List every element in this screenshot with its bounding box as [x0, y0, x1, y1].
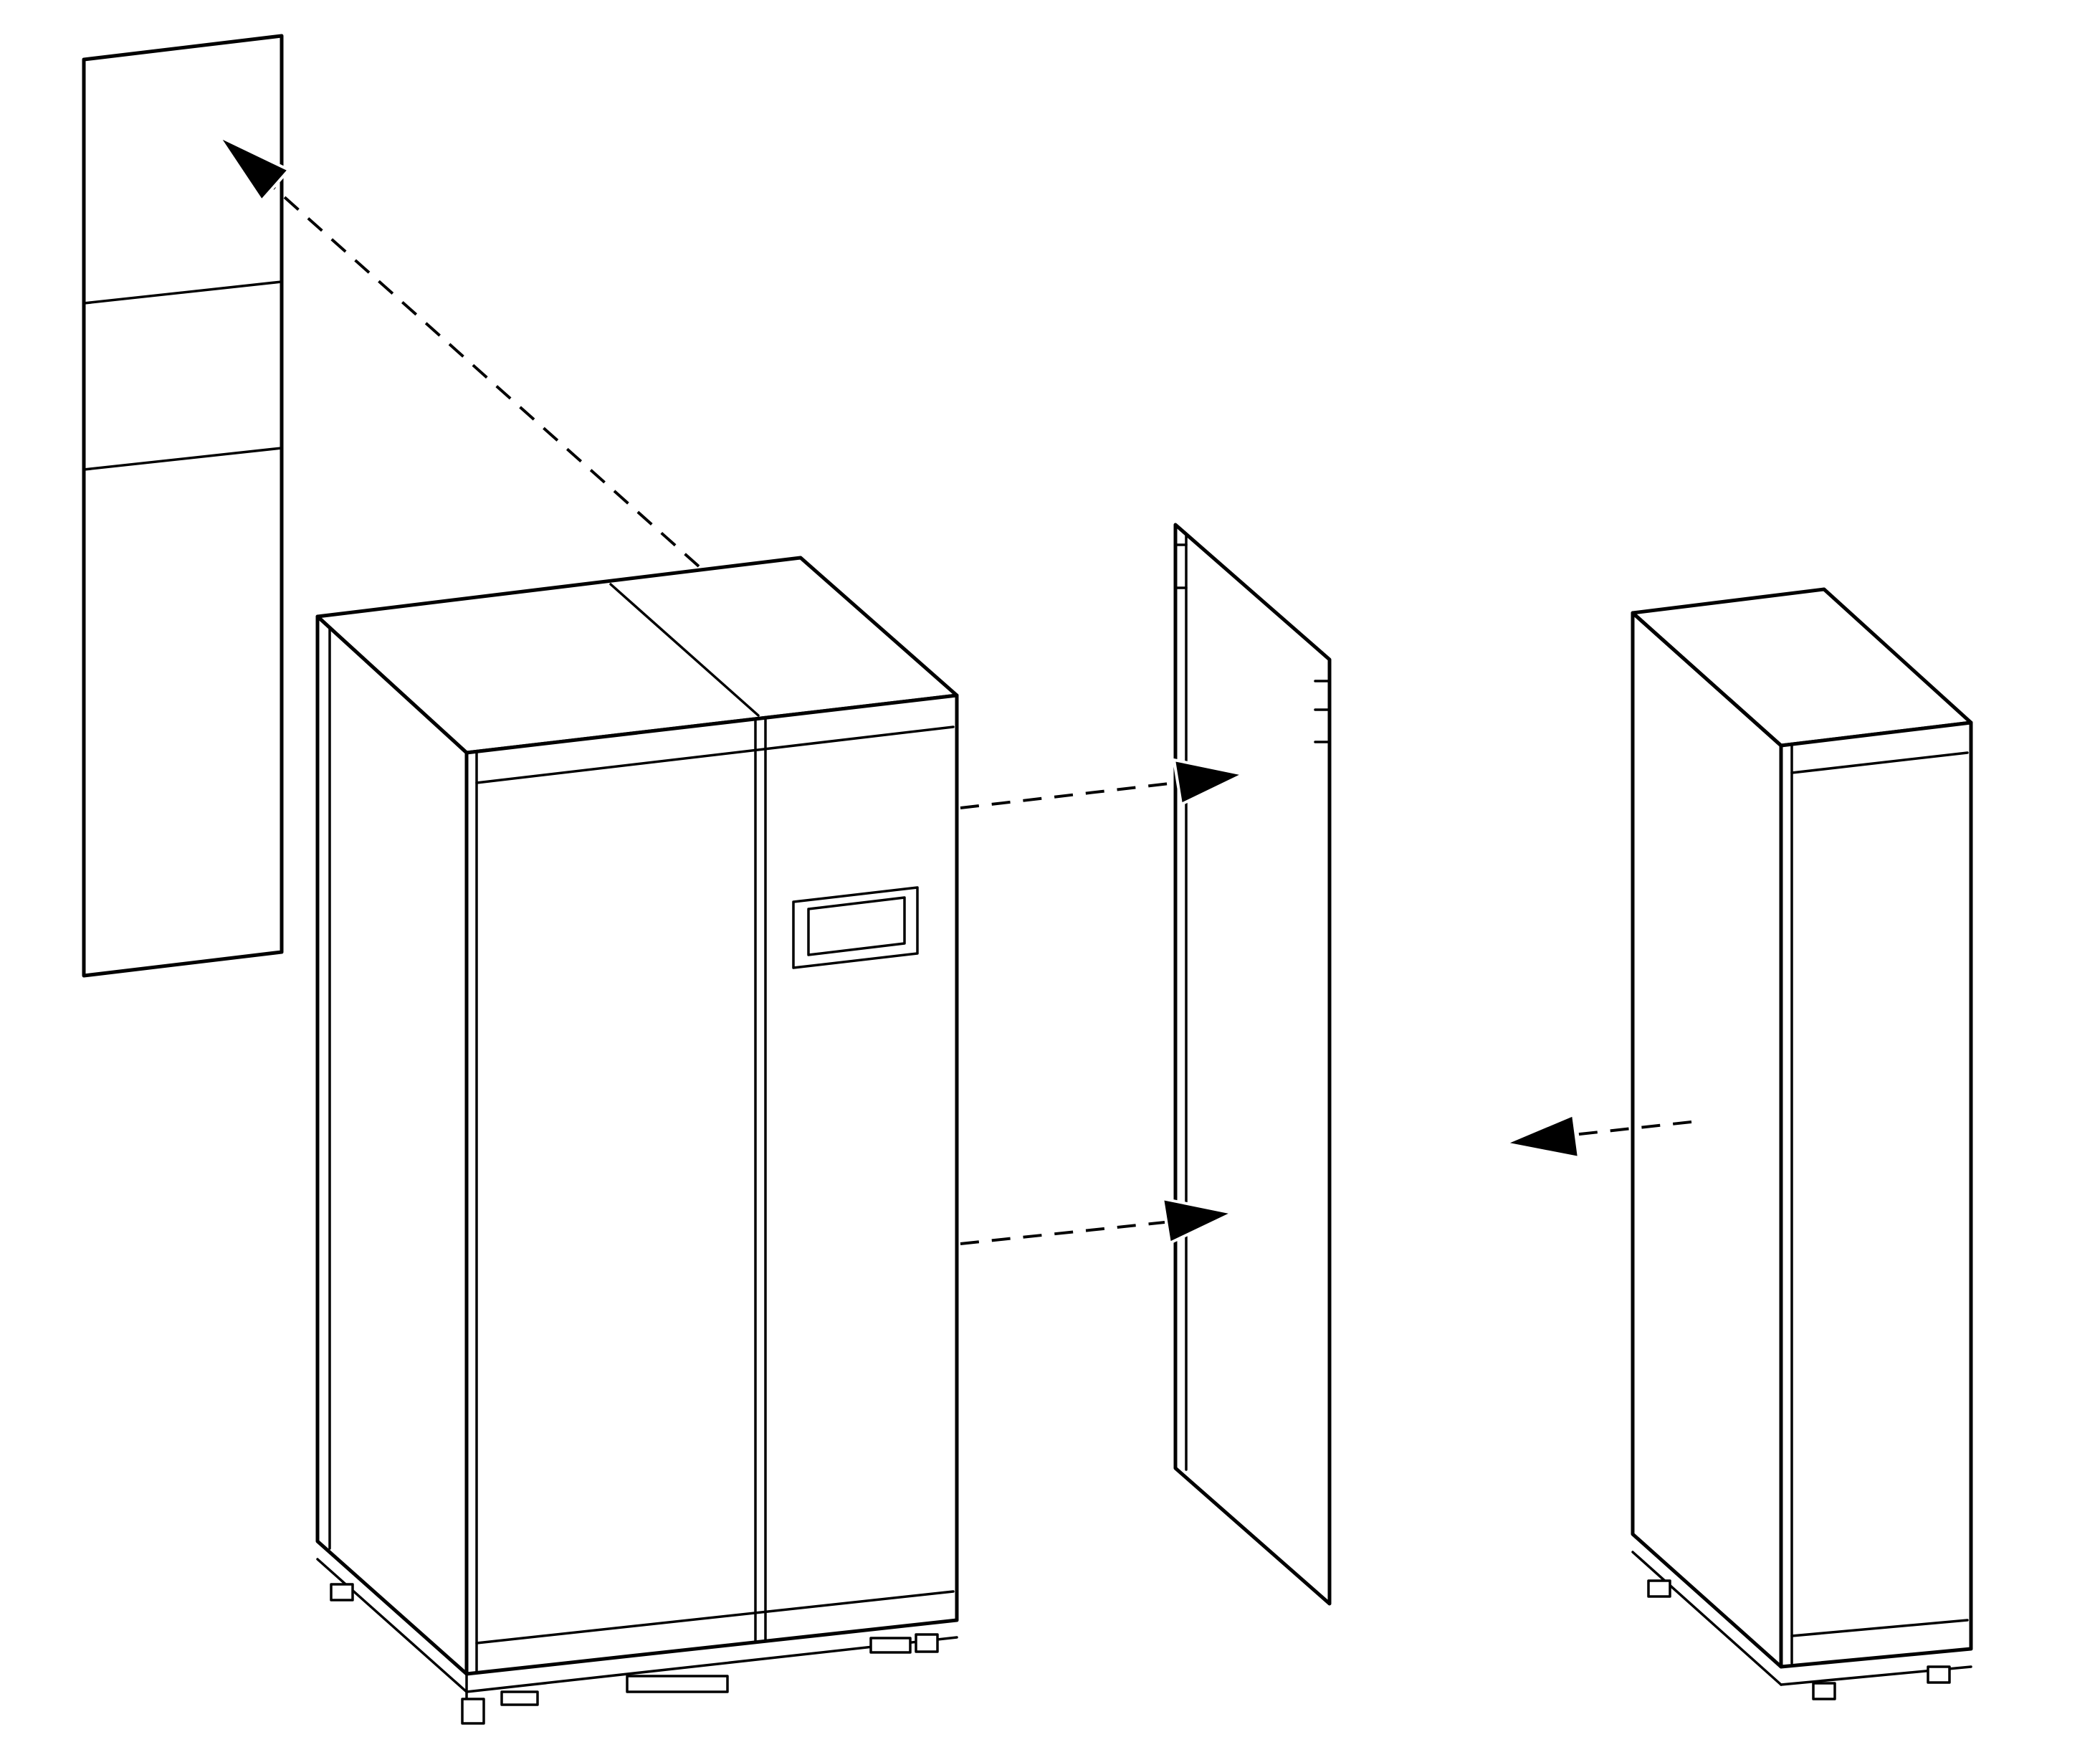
cabinet-foot	[915, 1633, 939, 1653]
arrow-head-icon	[1160, 1196, 1238, 1245]
cabinet-front-face	[464, 693, 959, 1676]
cabinet-side-face	[315, 614, 469, 1676]
control-display	[792, 886, 919, 969]
arrow-head-icon	[1172, 758, 1249, 806]
arrow-head-icon	[1500, 1113, 1581, 1160]
dashed-direction-arrow	[960, 758, 1249, 809]
cabinet-foot	[1927, 1665, 1951, 1684]
cabinet-foot	[330, 1583, 354, 1602]
side-panel	[1173, 523, 1332, 1606]
cabinet-foot	[1647, 1579, 1671, 1598]
side-cabinet	[1631, 587, 1973, 1700]
main-cabinet	[315, 556, 959, 1725]
cabinet-foot	[869, 1637, 912, 1654]
arrow-head-icon	[214, 133, 292, 204]
dashed-direction-arrow	[960, 1196, 1238, 1245]
cabinet-foot	[626, 1675, 729, 1693]
side-cabinet-front-face	[1779, 720, 1973, 1669]
side-cabinet-side-face	[1631, 611, 1783, 1669]
side-cabinet-top-face	[1631, 587, 1973, 748]
dashed-direction-arrow	[214, 133, 700, 568]
top-cover-panel	[82, 34, 284, 978]
cabinet-foot	[1812, 1682, 1836, 1700]
cabinet-foot	[461, 1698, 485, 1725]
dashed-direction-arrow	[1500, 1113, 1692, 1160]
cabinet-foot	[500, 1690, 539, 1706]
